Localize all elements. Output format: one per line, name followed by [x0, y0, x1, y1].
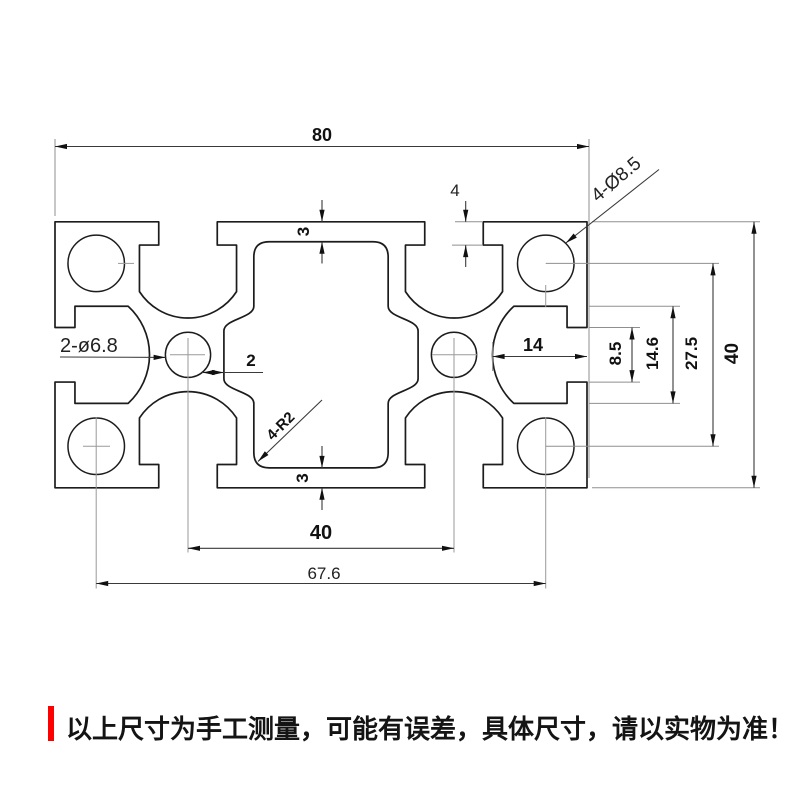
- leader-corner-holes: [565, 169, 660, 244]
- extrusion-profile: [55, 222, 587, 488]
- dim-overall-width: 80: [312, 125, 332, 145]
- dim-slot-depth: 14: [523, 335, 543, 355]
- dim-top-wall: 3: [294, 227, 313, 236]
- profile-outline: [55, 222, 587, 488]
- dim-overall-height: 40: [722, 343, 743, 364]
- corner-hole-top-left: [68, 235, 125, 292]
- dim-lip-depth: 4: [450, 181, 459, 200]
- callout-center-holes: 2-ø6.8: [60, 335, 118, 357]
- dim-web-gap: 2: [246, 351, 255, 370]
- dim-slot-opening: 8.5: [606, 342, 625, 366]
- dim-bottom-wall: 3: [293, 473, 312, 482]
- callout-corner-holes: 4-Ø8.5: [587, 153, 645, 206]
- centerlines: [83, 262, 547, 589]
- dimension-labels: 80 40 27.5 14.6 8.5 14 4 3 3 2 2-ø6.8 40…: [60, 125, 743, 583]
- central-cavity: [224, 242, 418, 468]
- dimension-lines: [55, 143, 757, 587]
- dim-slot-cavity-width: 14.6: [643, 337, 662, 370]
- disclaimer-accent-bar: [48, 706, 54, 741]
- dim-corner-hole-rows: 27.5: [682, 337, 701, 370]
- dim-corner-hole-spacing: 67.6: [307, 564, 340, 583]
- leader-fillets: [257, 399, 323, 462]
- extension-lines: [54, 139, 760, 489]
- callout-fillets: 4-R2: [263, 409, 298, 444]
- dim-center-hole-spacing: 40: [310, 522, 332, 544]
- disclaimer-text: 以上尺寸为手工测量，可能有误差，具体尺寸，请以实物为准！: [66, 715, 795, 745]
